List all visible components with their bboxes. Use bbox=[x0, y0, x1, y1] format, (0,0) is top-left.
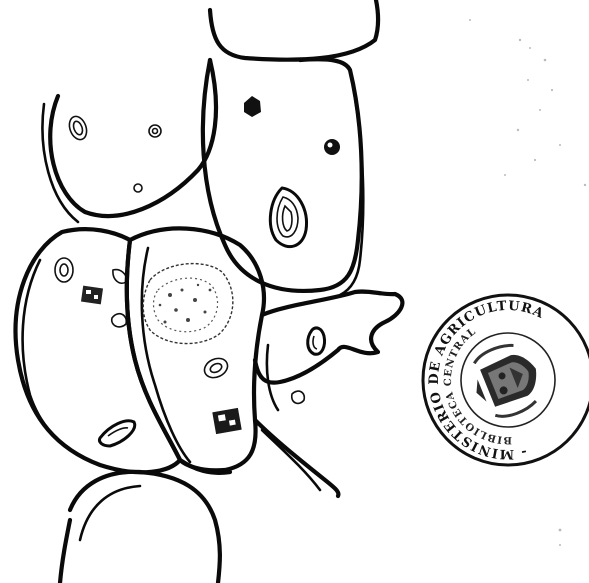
coat-of-arms-icon bbox=[464, 337, 549, 425]
starch-grain bbox=[66, 114, 89, 142]
crystal bbox=[212, 408, 241, 434]
starch-grain-large bbox=[270, 188, 306, 247]
starch-grain bbox=[112, 314, 127, 327]
cell-upper-right bbox=[203, 0, 378, 295]
crystal bbox=[81, 286, 103, 305]
faint-specks bbox=[469, 19, 586, 546]
cell-center bbox=[127, 228, 264, 470]
starch-grain bbox=[308, 328, 325, 354]
starch-grain bbox=[55, 258, 73, 282]
nucleus bbox=[143, 264, 233, 344]
cell-right-small bbox=[255, 292, 402, 410]
starch-grain-elongated bbox=[99, 421, 134, 446]
starch-grain bbox=[201, 355, 230, 381]
library-stamp: - MINISTERIO DE AGRICULTURA BIBLIOTECA C… bbox=[397, 269, 589, 490]
starch-grain bbox=[149, 125, 161, 137]
cell-left bbox=[16, 229, 180, 472]
dark-grain bbox=[244, 96, 261, 117]
cell-upper-left bbox=[42, 60, 216, 222]
dark-grain bbox=[324, 139, 340, 155]
starch-grain bbox=[134, 184, 142, 192]
